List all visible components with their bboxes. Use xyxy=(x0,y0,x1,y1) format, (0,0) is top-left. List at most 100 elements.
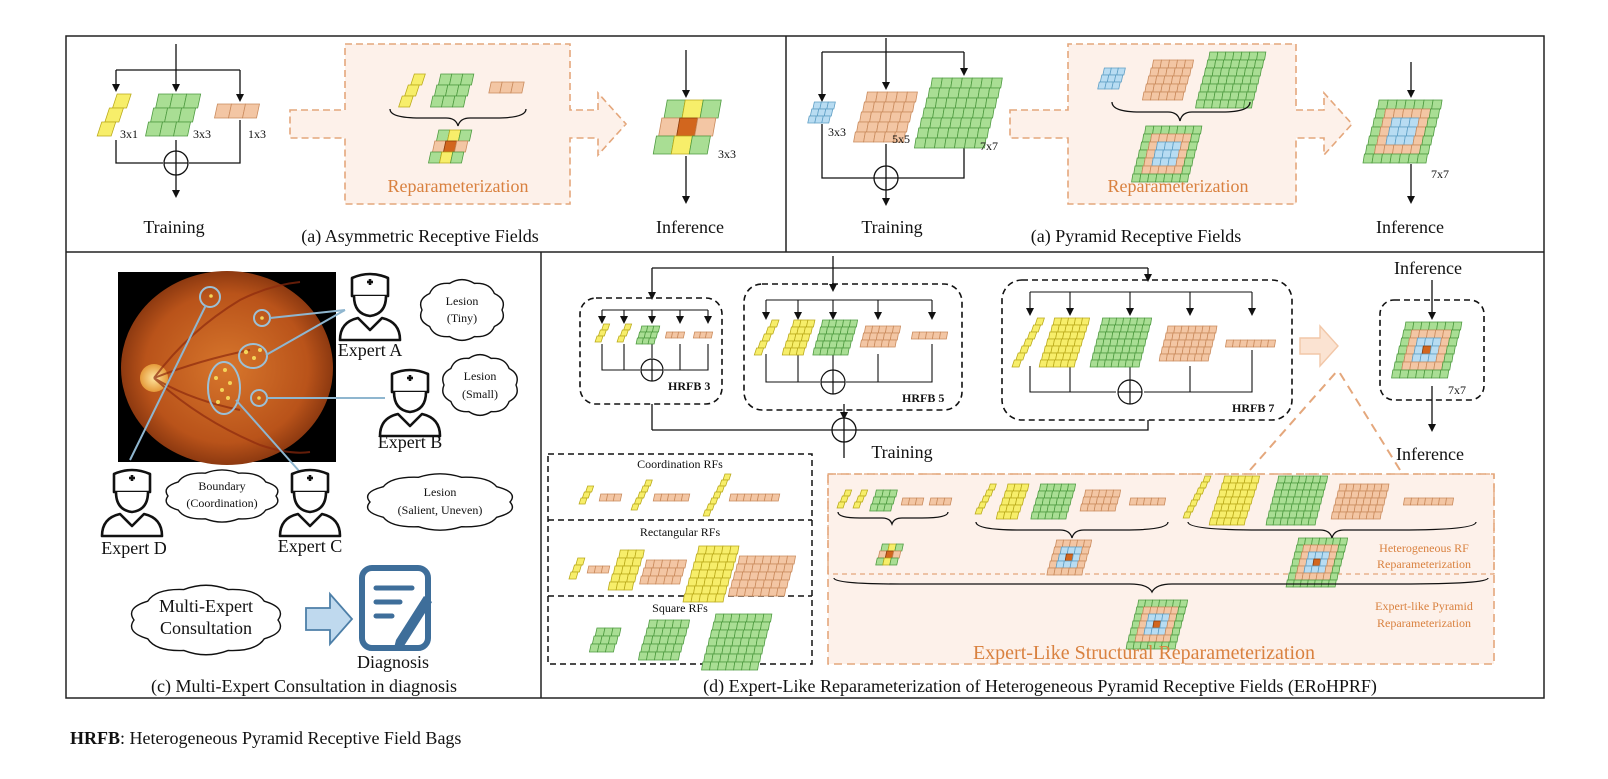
kernel-grid-5x5 xyxy=(1030,483,1077,520)
cloud-a-line1: Lesion xyxy=(446,294,479,308)
panel-b-caption: (a) Pyramid Receptive Fields xyxy=(1031,226,1241,247)
kernel-grid-1x3 xyxy=(586,565,611,574)
kernel-grid-3x3 xyxy=(145,93,202,137)
kernel-grid-3x1 xyxy=(616,323,633,343)
kernel-grid-5x3 xyxy=(995,483,1030,520)
kernel-grid-1x7 xyxy=(1402,497,1455,506)
kernel-grid-3x1 xyxy=(594,323,611,343)
kernel-grid-5x5 xyxy=(812,319,859,356)
kernel-label-3x3: 3x3 xyxy=(828,125,846,139)
merged-kernel-7x7 xyxy=(1131,125,1203,183)
rectangular-rfs-label: Rectangular RFs xyxy=(640,525,721,539)
kernel-grid-7x1 xyxy=(702,473,732,517)
kernel-grid-3x1 xyxy=(852,489,869,509)
kernel-grid-3x3 xyxy=(869,489,898,512)
thought-cloud xyxy=(165,469,279,523)
reparam-arrow xyxy=(1299,324,1339,368)
kernel-grid-7x5 xyxy=(1208,475,1261,526)
kernel-label-7x7: 7x7 xyxy=(980,139,998,153)
kernel-grid-1x3 xyxy=(928,497,953,506)
kernel-grid-7x7 xyxy=(1089,317,1153,368)
footnote: HRFB: Heterogeneous Pyramid Receptive Fi… xyxy=(70,728,461,749)
kernel-grid-5x1 xyxy=(630,479,653,511)
hrfb5-wiring xyxy=(762,299,936,383)
kernel-grid-5x7 xyxy=(1158,325,1218,362)
kernel-grid-5x7 xyxy=(1330,483,1390,520)
kernel-grid-3x1 xyxy=(578,485,595,505)
reparam-arrow-box xyxy=(1009,43,1354,205)
sum-node xyxy=(820,369,846,395)
kernel-grid-3x1 xyxy=(836,489,853,509)
panel-frames xyxy=(65,35,1545,699)
kernel-grid-5x7 xyxy=(728,555,796,597)
panel-c-caption: (c) Multi-Expert Consultation in diagnos… xyxy=(151,676,457,697)
kernel-grid-1x5 xyxy=(1128,497,1167,506)
merged-kernel-5x5 xyxy=(1046,539,1093,576)
hrfb5-box xyxy=(743,283,963,411)
kernel-grid-7x5 xyxy=(1038,317,1091,368)
doctor-icon xyxy=(378,368,442,438)
hetero-reparam-line1: Heterogeneous RF xyxy=(1379,541,1469,555)
training-label: Training xyxy=(861,217,922,237)
thought-cloud xyxy=(130,584,282,656)
merged-kernel-3x3 xyxy=(428,129,473,164)
thought-cloud xyxy=(442,353,518,417)
inference-box xyxy=(1379,299,1485,401)
merge-brace xyxy=(1111,101,1251,122)
kernel-grid-5x3 xyxy=(607,549,645,591)
thought-cloud xyxy=(419,278,505,342)
final-kernel-7x7 xyxy=(1125,599,1189,650)
kernel-grid-1x7 xyxy=(728,493,781,502)
merge-brace xyxy=(389,108,527,127)
expert-c-label: Expert C xyxy=(278,536,343,556)
kernel-grid-3x3 xyxy=(430,73,475,108)
inference-kernel-3x3 xyxy=(652,99,722,155)
expert-pyramid-line2: Reparameterization xyxy=(1377,616,1471,630)
kernel-grid-7x7 xyxy=(913,77,1003,149)
fundus-image xyxy=(118,271,336,465)
merge-braces xyxy=(833,511,1489,594)
panel-a-caption: (a) Asymmetric Receptive Fields xyxy=(301,226,538,247)
consult-line1: Multi-Expert xyxy=(159,596,253,616)
kernel-grid-3x5 xyxy=(859,325,902,348)
cloud-c-line2: (Salient, Uneven) xyxy=(398,503,483,517)
doctor-icon xyxy=(100,468,164,538)
kernel-grid-3x5 xyxy=(639,559,688,585)
hrfb3-wiring xyxy=(598,309,712,371)
kernel-grid-5x5 xyxy=(638,619,690,661)
expert-pyramid-line1: Expert-like Pyramid xyxy=(1375,599,1473,613)
kernel-label-5x5: 5x5 xyxy=(892,132,910,146)
doctor-icon xyxy=(278,468,342,538)
kernel-grid-3x3 xyxy=(1097,67,1126,90)
sum-node xyxy=(163,150,189,176)
hrfb3-box xyxy=(579,297,723,405)
kernel-label-out: 7x7 xyxy=(1448,383,1466,397)
kernel-grid-1x3 xyxy=(214,103,260,119)
hrfb7-label: HRFB 7 xyxy=(1232,401,1274,415)
kernel-grid-1x3 xyxy=(692,331,714,339)
cloud-b-line1: Lesion xyxy=(464,369,497,383)
kernel-grid-3x3 xyxy=(635,325,661,345)
panel-d-caption: (d) Expert-Like Reparameterization of He… xyxy=(703,676,1377,697)
reparam-label: Reparameterization xyxy=(388,176,529,196)
diagnosis-label: Diagnosis xyxy=(357,652,429,672)
reparam-label: Reparameterization xyxy=(1108,176,1249,196)
hrfb3-label: HRFB 3 xyxy=(668,379,710,393)
hetero-reparam-line2: Reparameterization xyxy=(1377,557,1471,571)
kernel-label-out: 3x3 xyxy=(718,147,736,161)
square-rfs-label: Square RFs xyxy=(652,601,708,615)
kernel-grid-1x3 xyxy=(900,497,925,506)
kernel-label-3x3: 3x3 xyxy=(193,127,211,141)
consult-line2: Consultation xyxy=(160,618,252,638)
sum-node xyxy=(1117,379,1143,405)
coordination-rfs-label: Coordination RFs xyxy=(637,457,723,471)
footnote-text: : Heterogeneous Pyramid Receptive Field … xyxy=(120,728,462,748)
expert-d-label: Expert D xyxy=(101,538,166,558)
panel-b-pyramid: 3x3 5x5 7x7 Reparameterization 7x7 Train… xyxy=(807,38,1449,247)
hrfb7-wiring xyxy=(1026,291,1256,393)
kernel-grid-1x3 xyxy=(664,331,686,339)
thought-cloud xyxy=(366,473,514,531)
kernel-grid-7x7 xyxy=(1195,51,1267,109)
kernel-grid-1x3 xyxy=(598,493,623,502)
